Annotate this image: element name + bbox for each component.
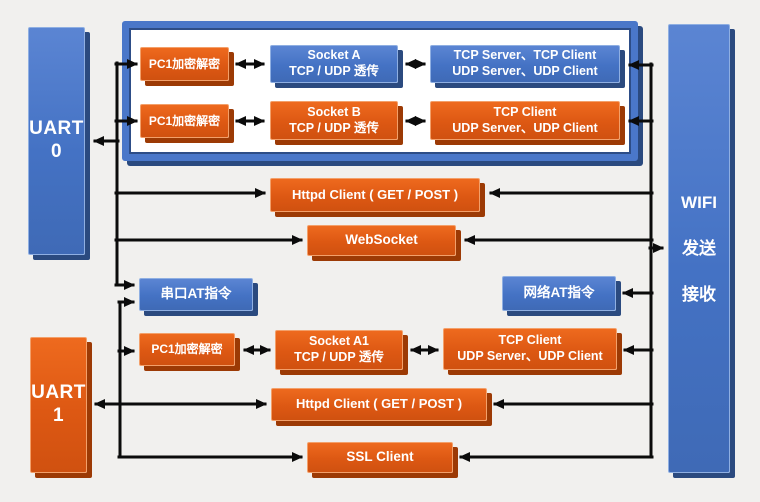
websocket-label: WebSocket — [345, 232, 418, 248]
wifi-label: WIFI — [681, 193, 717, 212]
socket-a-box: Socket A TCP / UDP 透传 — [270, 45, 398, 83]
network-at-command-box: 网络AT指令 — [502, 276, 616, 311]
socket-b-subtitle: TCP / UDP 透传 — [289, 120, 379, 135]
wifi-labels: WIFI 发送 接收 — [669, 180, 729, 318]
uart1-label-line2: 1 — [52, 405, 65, 426]
uart0-label-line2: 0 — [50, 141, 63, 162]
tcp-endpoints-1-line1: TCP Server、TCP Client — [453, 48, 597, 63]
socket-a1-box: Socket A1 TCP / UDP 透传 — [275, 330, 403, 370]
pc1-encrypt-box-2: PC1加密解密 — [140, 104, 229, 138]
tcp-endpoints-box-3: TCP Client UDP Server、UDP Client — [443, 328, 617, 370]
tcp-endpoints-3-line1: TCP Client — [498, 333, 562, 348]
ssl-client-label: SSL Client — [346, 449, 414, 465]
wifi-receive-label: 接收 — [682, 285, 716, 304]
tcp-endpoints-2-line1: TCP Client — [493, 104, 557, 119]
socket-a-subtitle: TCP / UDP 透传 — [289, 64, 379, 78]
tcp-endpoints-1-line2: UDP Server、UDP Client — [452, 64, 598, 78]
uart0-label-line1: UART — [29, 118, 84, 140]
network-at-command-label: 网络AT指令 — [523, 285, 595, 301]
tcp-endpoints-box-1: TCP Server、TCP Client UDP Server、UDP Cli… — [430, 45, 620, 83]
wifi-send-label: 发送 — [682, 239, 716, 258]
pc1-encrypt-box-1: PC1加密解密 — [140, 47, 229, 81]
httpd-client-box-1: Httpd Client ( GET / POST ) — [270, 178, 480, 212]
websocket-box: WebSocket — [307, 225, 456, 256]
tcp-endpoints-3-line2: UDP Server、UDP Client — [457, 349, 603, 363]
serial-at-command-box: 串口AT指令 — [139, 278, 253, 311]
socket-a-title: Socket A — [307, 48, 361, 63]
uart0-box: UART 0 — [28, 27, 85, 255]
pc1-encrypt-label-1: PC1加密解密 — [148, 56, 221, 71]
pc1-encrypt-label-2: PC1加密解密 — [148, 113, 221, 128]
pc1-encrypt-label-3: PC1加密解密 — [151, 342, 223, 356]
socket-group-frame — [122, 21, 638, 161]
uart1-label-line1: UART — [31, 382, 86, 404]
uart1-box: UART 1 — [30, 337, 87, 473]
httpd-client-label-2: Httpd Client ( GET / POST ) — [295, 396, 463, 412]
tcp-endpoints-2-line2: UDP Server、UDP Client — [452, 120, 598, 135]
serial-at-command-label: 串口AT指令 — [160, 286, 232, 302]
ssl-client-box: SSL Client — [307, 442, 453, 473]
socket-a1-subtitle: TCP / UDP 透传 — [294, 350, 384, 364]
pc1-encrypt-box-3: PC1加密解密 — [139, 333, 235, 366]
socket-b-box: Socket B TCP / UDP 透传 — [270, 101, 398, 140]
tcp-endpoints-box-2: TCP Client UDP Server、UDP Client — [430, 101, 620, 140]
wifi-box: WIFI 发送 接收 — [668, 24, 730, 473]
httpd-client-label-1: Httpd Client ( GET / POST ) — [291, 186, 459, 202]
httpd-client-box-2: Httpd Client ( GET / POST ) — [271, 388, 487, 421]
socket-a1-title: Socket A1 — [309, 334, 369, 349]
socket-b-title: Socket B — [307, 104, 361, 119]
